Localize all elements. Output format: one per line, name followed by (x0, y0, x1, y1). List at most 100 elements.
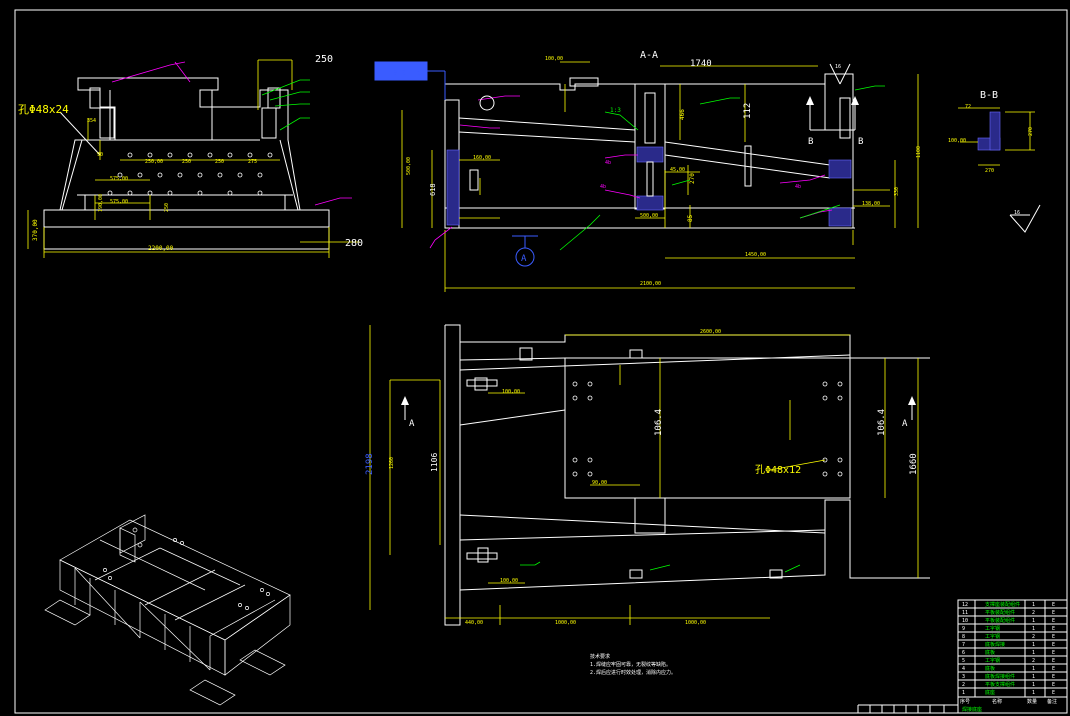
bom-row-name: 工字钢 (985, 625, 1000, 632)
bom-row-note: E (1052, 626, 1055, 632)
bom-row-name: 底板 (985, 665, 995, 672)
plan-dim-1660: 1660 (909, 453, 919, 475)
front-dim-row3: 575,00 (110, 199, 128, 205)
front-hole-note: 孔Φ48x24 (18, 103, 69, 116)
bom-row-name: 工字钢 (985, 657, 1000, 664)
bom-row-note: E (1052, 674, 1055, 680)
bom-row-name: 底板焊接 (985, 641, 1005, 648)
bom-row-note: E (1052, 618, 1055, 624)
front-dim-h2: 250 (164, 203, 170, 212)
bom-row-note: E (1052, 642, 1055, 648)
bom-row-no: 9 (962, 626, 965, 632)
section-weld-3: 4b (795, 184, 801, 190)
plan-dim-1064b: 106.4 (877, 409, 887, 436)
notes-title: 技术要求 (590, 653, 610, 660)
plan-dim-top: 2600,00 (700, 329, 721, 335)
front-dim-right: 280 (345, 238, 363, 249)
bom-row-qty: 1 (1032, 674, 1035, 680)
front-dim-row1-3: 275 (248, 159, 257, 165)
front-dim-small2: 90 (97, 152, 103, 158)
bom-row-qty: 1 (1032, 618, 1035, 624)
plan-dim-bottom-0: 440,00 (465, 620, 483, 626)
bom-header-name: 名称 (992, 698, 1002, 705)
bom-row-no: 6 (962, 650, 965, 656)
bom-row-note: E (1052, 610, 1055, 616)
section-mark-b2: B (858, 137, 863, 147)
section-a-title: A-A (640, 50, 658, 61)
bom-header-no: 序号 (960, 698, 970, 705)
bom-row-name: 支撑座装配组件 (985, 601, 1020, 608)
plan-hole-note: 孔Φ48x12 (755, 464, 801, 476)
section-dim-45: 45,00 (670, 167, 685, 173)
bom-row-name: 平板装配组件 (985, 609, 1015, 616)
section-weld-1: 4b (605, 160, 611, 166)
section-mark-b1: B (808, 137, 813, 147)
plan-dim-left: 2198 (365, 453, 375, 475)
bom-row-name: 平板装配组件 (985, 617, 1015, 624)
front-dim-row2: 575,00 (110, 176, 128, 182)
bom-row-no: 12 (962, 602, 968, 608)
bom-rows: 12 支撑座装配组件 1 E 11 平板装配组件 2 E 10 平板装配组件 1… (960, 601, 1057, 713)
bom-row-qty: 1 (1032, 602, 1035, 608)
front-dim-width: 2200,00 (148, 245, 174, 252)
bom-row-name: 平板支撑组件 (985, 681, 1015, 688)
bom-row-no: 11 (962, 610, 968, 616)
bom-title: 焊接底座 (962, 706, 982, 713)
notes-line2: 2.焊后应进行时效处理，消除内应力。 (590, 669, 676, 676)
plan-dim-100: 100,00 (502, 389, 520, 395)
plan-mark-a2: A (902, 419, 908, 429)
bom-row-qty: 1 (1032, 690, 1035, 696)
bom-row-note: E (1052, 682, 1055, 688)
plan-dim-bottom-1: 1000,00 (555, 620, 576, 626)
plan-dim-90: 90,00 (592, 480, 607, 486)
section-dim-112: 112 (743, 103, 753, 119)
front-view-holes (107, 152, 273, 196)
front-dim-row1-0: 250,00 (145, 159, 163, 165)
bom-row-note: E (1052, 634, 1055, 640)
plan-view (369, 324, 930, 626)
b-dim-h: 270 (1028, 127, 1034, 136)
section-rough: 16 (835, 64, 841, 70)
section-a-a-view (374, 61, 919, 292)
section-dim-270: 270 (689, 173, 696, 184)
plan-mark-a1: A (409, 419, 415, 429)
front-dim-row1-2: 250 (215, 159, 224, 165)
section-dim-500: 500,00 (640, 213, 658, 219)
datum-circle-label: A (521, 254, 527, 264)
b-dim-t: 100,00 (948, 138, 966, 144)
bom-header-qty: 数量 (1027, 698, 1037, 705)
section-dim-right-span: 1450,00 (745, 252, 766, 258)
bom-row-name: 工字钢 (985, 633, 1000, 640)
section-dim-height-right: 1100 (916, 146, 922, 158)
section-dim-top-left: 100,00 (545, 56, 563, 62)
section-dim-total: 2100,00 (640, 281, 661, 287)
bom-row-note: E (1052, 658, 1055, 664)
section-weld-2: 4b (600, 184, 606, 190)
plan-view-holes (572, 381, 843, 477)
plan-dim-100b: 100,00 (500, 578, 518, 584)
isometric-view (44, 514, 291, 706)
b-dim-w: 72 (965, 104, 971, 110)
bom-table (857, 599, 1068, 714)
bom-row-note: E (1052, 666, 1055, 672)
bom-row-note: E (1052, 602, 1055, 608)
section-dim-618: 618 (429, 183, 437, 196)
section-dim-height-left: 500,00 (406, 157, 412, 175)
bom-row-no: 1 (962, 690, 965, 696)
bom-row-no: 7 (962, 642, 965, 648)
bom-row-qty: 1 (1032, 626, 1035, 632)
bom-row-no: 3 (962, 674, 965, 680)
bom-row-no: 4 (962, 666, 965, 672)
bom-row-name: 底板 (985, 649, 995, 656)
flatness-value: 0.01 (393, 69, 410, 77)
b-dim-base: 270 (985, 168, 994, 174)
section-dim-160: 160,00 (473, 155, 491, 161)
front-dim-small1: 354 (87, 118, 96, 124)
bom-row-qty: 1 (1032, 666, 1035, 672)
bom-row-name: 底板焊接组件 (985, 673, 1015, 680)
bom-row-no: 2 (962, 682, 965, 688)
plan-dim-1064a: 106.4 (654, 409, 664, 436)
section-dim-138: 138,00 (862, 201, 880, 207)
bom-header-note: 备注 (1047, 698, 1057, 705)
